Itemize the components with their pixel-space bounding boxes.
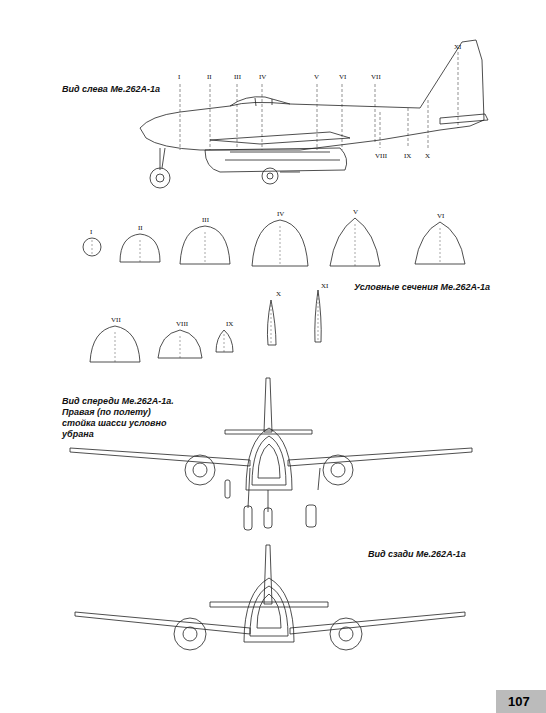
station-number: VIII: [176, 320, 188, 328]
page-number: 107: [508, 694, 530, 709]
station-number: V: [353, 208, 358, 216]
station-number: VI: [437, 212, 444, 220]
station-number: II: [207, 73, 212, 81]
station-number: V: [314, 73, 319, 81]
station-number: X: [425, 152, 430, 160]
station-number: I: [178, 73, 180, 81]
station-number: III: [234, 73, 241, 81]
station-number: I: [90, 228, 92, 236]
station-number: II: [138, 224, 143, 232]
view-caption: Вид сзади Me.262A-1a: [368, 549, 466, 559]
station-number: IX: [404, 152, 411, 160]
view-caption: Условные сечения Me.262A-1a: [354, 282, 490, 292]
station-number: VII: [371, 73, 381, 81]
view-caption: Вид спереди Me.262A-1a. Правая (по полет…: [62, 396, 174, 440]
station-number: X: [276, 290, 281, 298]
station-number: XI: [321, 282, 328, 290]
station-number: IV: [259, 73, 266, 81]
station-number: III: [202, 216, 209, 224]
side-view: [140, 40, 488, 188]
station-number: VIII: [375, 152, 387, 160]
station-number: IV: [277, 210, 284, 218]
station-number: VI: [339, 73, 346, 81]
rear-view: [75, 545, 465, 650]
station-number: VII: [111, 316, 121, 324]
page-tab: [496, 690, 546, 713]
view-caption: Вид слева Me.262A-1a: [62, 84, 160, 94]
station-number: IX: [226, 320, 233, 328]
station-number: XI: [454, 43, 461, 51]
